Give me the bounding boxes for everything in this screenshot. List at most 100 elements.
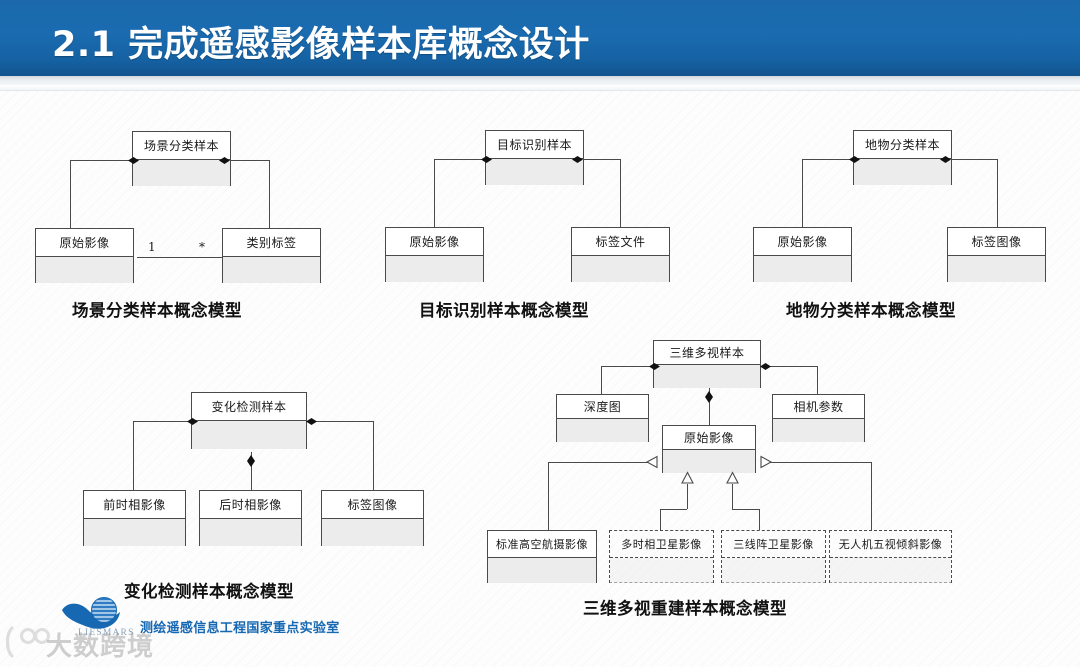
uml-box-title: 标签图像: [948, 228, 1045, 256]
connector-line: [997, 159, 998, 228]
uml-box-three-line-array-satellite-image[interactable]: 三线阵卫星影像: [721, 530, 826, 583]
composition-diamond: [187, 418, 198, 425]
uml-box-title: 标签文件: [572, 228, 669, 256]
composition-diamond: [705, 391, 713, 403]
uml-box-original-image[interactable]: 原始影像: [385, 227, 484, 282]
page-title: 2.1 完成遥感影像样本库概念设计: [52, 25, 590, 65]
generalization-line: [548, 462, 549, 530]
uml-box-body: [663, 450, 755, 473]
diagram-scene-classification: 场景分类样本 原始影像 类别标签 1 * 场景分类样本概念模型: [0, 0, 360, 330]
uml-box-root[interactable]: 变化检测样本: [191, 392, 307, 449]
uml-box-title: 原始影像: [754, 228, 851, 256]
uml-box-body: [754, 256, 851, 282]
header-divider-shadow: [0, 85, 1080, 91]
connector-line: [434, 159, 485, 160]
diagram-change-detection: 变化检测样本 前时相影像 后时相影像 标签图像 变化检测样本概念模型: [0, 0, 460, 601]
connector-line: [312, 421, 373, 422]
connector-line: [817, 366, 818, 394]
composition-diamond: [572, 156, 583, 163]
composition-diamond: [481, 156, 492, 163]
generalization-triangle-icon: [760, 455, 773, 469]
uml-box-label-file[interactable]: 标签文件: [571, 227, 670, 282]
connector-line: [133, 421, 191, 422]
generalization-line: [732, 509, 759, 510]
uml-box-title: 多时相卫星影像: [610, 531, 713, 558]
diagram-landcover-classification: 地物分类样本 原始影像 标签图像 地物分类样本概念模型: [0, 0, 1046, 330]
uml-box-title: 前时相影像: [84, 491, 185, 519]
multiplicity-label-target: *: [199, 240, 205, 254]
generalization-line: [732, 484, 733, 509]
uml-box-title: 类别标签: [223, 229, 320, 257]
diagram-caption: 地物分类样本概念模型: [786, 301, 956, 320]
uml-box-label-image[interactable]: 标签图像: [947, 227, 1046, 282]
uml-box-title: 标准高空航摄影像: [488, 531, 596, 558]
uml-box-original-image[interactable]: 原始影像: [662, 425, 756, 473]
uml-box-original-image[interactable]: 原始影像: [35, 228, 134, 283]
uml-box-uav-five-view-oblique-image[interactable]: 无人机五视倾斜影像: [829, 530, 952, 583]
uml-box-root[interactable]: 目标识别样本: [485, 130, 584, 185]
uml-box-body: [610, 558, 713, 583]
uml-box-root[interactable]: 地物分类样本: [853, 130, 952, 185]
connector-line: [766, 366, 818, 367]
header-divider-highlight: [0, 76, 1080, 85]
uml-box-root[interactable]: 场景分类样本: [132, 131, 231, 186]
uml-box-body: [488, 558, 596, 583]
diagram-caption: 场景分类样本概念模型: [72, 301, 242, 320]
uml-box-title: 三线阵卫星影像: [722, 531, 825, 558]
diagram-object-detection: 目标识别样本 原始影像 标签文件 目标识别样本概念模型: [0, 0, 670, 330]
uml-box-category-label[interactable]: 类别标签: [222, 228, 321, 283]
uml-box-title: 深度图: [557, 395, 648, 419]
uml-box-pre-temporal-image[interactable]: 前时相影像: [83, 490, 186, 546]
uml-box-title: 场景分类样本: [133, 132, 230, 160]
uml-box-root[interactable]: 三维多视样本: [653, 340, 761, 388]
uml-box-depth-map[interactable]: 深度图: [556, 394, 649, 442]
uml-box-multitemporal-satellite-image[interactable]: 多时相卫星影像: [609, 530, 714, 583]
diagram-caption: 目标识别样本概念模型: [419, 301, 589, 320]
multiplicity-label-source: 1: [148, 240, 156, 254]
uml-box-original-image[interactable]: 原始影像: [753, 227, 852, 282]
uml-box-title: 目标识别样本: [486, 131, 583, 159]
generalization-line: [687, 484, 688, 509]
connector-line: [434, 159, 435, 228]
uml-box-camera-parameters[interactable]: 相机参数: [772, 394, 865, 442]
uml-box-body: [654, 365, 760, 388]
composition-diamond: [649, 363, 660, 370]
uml-box-title: 标签图像: [322, 491, 423, 519]
generalization-triangle-icon: [645, 455, 658, 469]
uml-box-title: 原始影像: [36, 229, 133, 257]
connector-line: [225, 160, 269, 161]
connector-line: [802, 159, 853, 160]
diagram-multiview-3d: 三维多视样本 深度图 相机参数 原始影像: [0, 0, 952, 618]
watermark-text: 大数跨境: [46, 632, 155, 662]
connector-line: [70, 160, 132, 161]
generalization-line: [548, 462, 654, 463]
connector-line: [802, 159, 803, 228]
uml-box-label-image[interactable]: 标签图像: [321, 490, 424, 546]
uml-box-standard-aerial-image[interactable]: 标准高空航摄影像: [487, 530, 597, 583]
uml-box-body: [84, 519, 185, 546]
uml-box-body: [192, 421, 306, 449]
connector-line: [133, 421, 134, 490]
uml-box-post-temporal-image[interactable]: 后时相影像: [199, 490, 302, 546]
uml-box-title: 后时相影像: [200, 491, 301, 519]
composition-diamond: [849, 156, 860, 163]
uml-box-body: [486, 159, 583, 185]
uml-box-body: [200, 519, 301, 546]
composition-diamond: [940, 156, 951, 163]
composition-diamond: [306, 418, 317, 425]
connector-line: [601, 366, 653, 367]
composition-diamond: [128, 157, 139, 164]
generalization-line: [660, 509, 661, 530]
uml-box-body: [223, 257, 320, 283]
composition-diamond: [219, 157, 230, 164]
uml-box-body: [854, 159, 951, 185]
uml-box-title: 原始影像: [663, 426, 755, 450]
uml-box-title: 原始影像: [386, 228, 483, 256]
generalization-triangle-icon: [681, 471, 694, 484]
uml-box-body: [773, 419, 864, 442]
watermark-logo-icon: [5, 626, 50, 658]
uml-box-title: 三维多视样本: [654, 341, 760, 365]
connector-line: [709, 388, 710, 425]
uml-box-title: 变化检测样本: [192, 393, 306, 421]
